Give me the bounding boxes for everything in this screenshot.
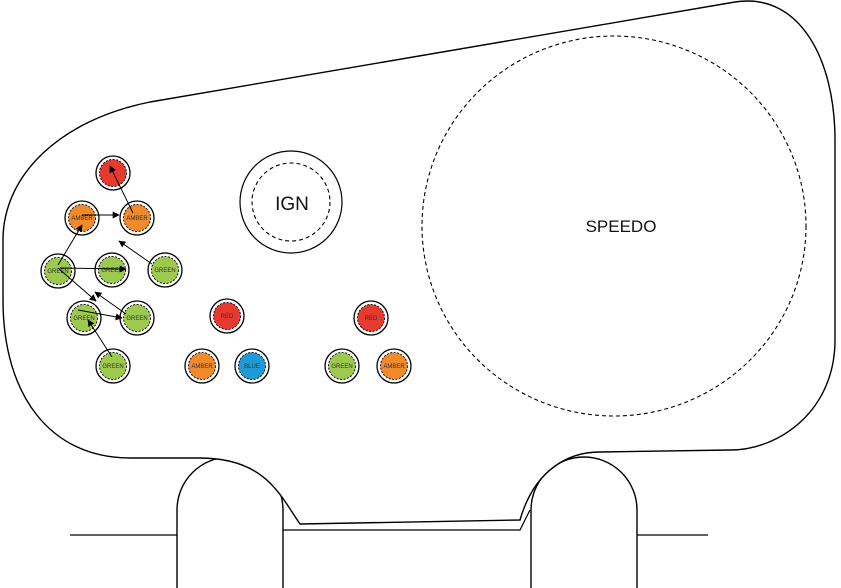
- led-amber-left: AMBER: [64, 200, 100, 236]
- led-green-row4-left: GREEN: [66, 300, 102, 336]
- flow-arrow: [109, 165, 134, 214]
- led-green-row3-left: GREEN: [40, 253, 76, 289]
- dash-housing: [2, 0, 836, 525]
- mount-leg-right: [530, 456, 638, 588]
- speedo-gauge: SPEEDO: [421, 35, 807, 417]
- led-green-bottom: GREEN: [95, 348, 131, 384]
- led-label: GREEN: [331, 364, 352, 370]
- speedo-dashed-ring: [421, 35, 807, 417]
- led-lamp: [99, 352, 127, 380]
- led-amber-center: AMBER: [184, 348, 220, 384]
- led-label: BLUE: [244, 364, 260, 370]
- led-label: RED: [365, 316, 378, 322]
- flow-arrow: [59, 265, 127, 273]
- led-lamp: [123, 204, 151, 232]
- led-blue-center: BLUE: [234, 348, 270, 384]
- flow-arrow: [118, 240, 153, 265]
- flow-arrow: [57, 224, 83, 266]
- led-label: AMBER: [71, 216, 93, 222]
- led-amber-far-right: AMBER: [376, 348, 412, 384]
- ignition-outer-ring: [239, 150, 343, 254]
- flow-arrow: [57, 267, 97, 302]
- led-label: AMBER: [191, 364, 213, 370]
- led-label: GREEN: [102, 364, 123, 370]
- led-amber-right: AMBER: [119, 200, 155, 236]
- led-lamp: [238, 352, 266, 380]
- ignition-label: IGN: [275, 194, 309, 215]
- led-lamp: [44, 257, 72, 285]
- led-label: GREEN: [126, 316, 147, 322]
- led-green-row4-right: GREEN: [119, 300, 155, 336]
- ignition-dashed-ring: [251, 162, 331, 242]
- led-green-right: GREEN: [324, 348, 360, 384]
- led-red-right: RED: [353, 300, 389, 336]
- led-lamp: [123, 304, 151, 332]
- led-lamp: [213, 302, 241, 330]
- ignition-switch[interactable]: IGN: [239, 150, 343, 254]
- mount-bracket: [283, 509, 531, 531]
- led-green-row3-mid: GREEN: [94, 252, 130, 288]
- led-lamp: [151, 256, 179, 284]
- led-label: GREEN: [47, 269, 68, 275]
- led-lamp: [188, 352, 216, 380]
- led-label: AMBER: [383, 364, 405, 370]
- led-lamp: [357, 304, 385, 332]
- led-label: RED: [221, 314, 234, 320]
- flow-arrow: [94, 291, 127, 315]
- flow-arrows: [57, 165, 153, 358]
- led-lamp: [328, 352, 356, 380]
- flow-arrow: [77, 309, 123, 321]
- led-label: GREEN: [101, 268, 122, 274]
- led-label: GREEN: [154, 268, 175, 274]
- led-red-center: RED: [209, 298, 245, 334]
- led-label: GREEN: [73, 316, 94, 322]
- speedo-label: SPEEDO: [586, 217, 657, 236]
- flow-arrow: [87, 319, 113, 358]
- led-label: AMBER: [126, 216, 148, 222]
- led-green-row3-right: GREEN: [147, 252, 183, 288]
- led-lamp: [380, 352, 408, 380]
- mount-legs: [176, 456, 638, 588]
